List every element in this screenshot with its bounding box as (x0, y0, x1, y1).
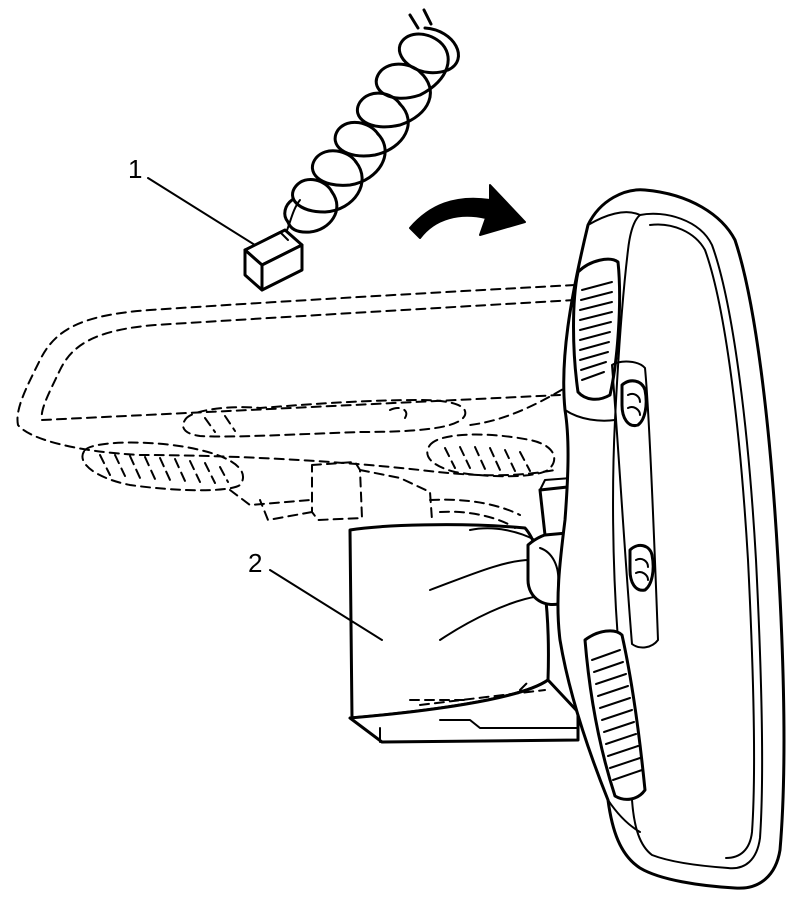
callout-2: 2 (248, 548, 383, 641)
upper-switch-icon (620, 379, 648, 428)
coiled-wire-harness (283, 8, 460, 236)
mount-outline-dashed (16, 284, 576, 521)
electrical-connector (243, 228, 304, 292)
callout-1: 1 (128, 154, 256, 246)
callout-2-leader-line (269, 569, 383, 641)
rearview-mirror (556, 188, 786, 890)
callout-2-label: 2 (248, 548, 262, 578)
mirror-mount-module (348, 498, 588, 744)
rotation-arrow-icon (409, 184, 526, 239)
lower-lens-hatching (591, 649, 643, 781)
upper-lens-hatching (579, 281, 613, 381)
callout-1-label: 1 (128, 154, 142, 184)
callout-1-leader-line (147, 177, 256, 246)
lower-switch-icon (628, 543, 655, 592)
